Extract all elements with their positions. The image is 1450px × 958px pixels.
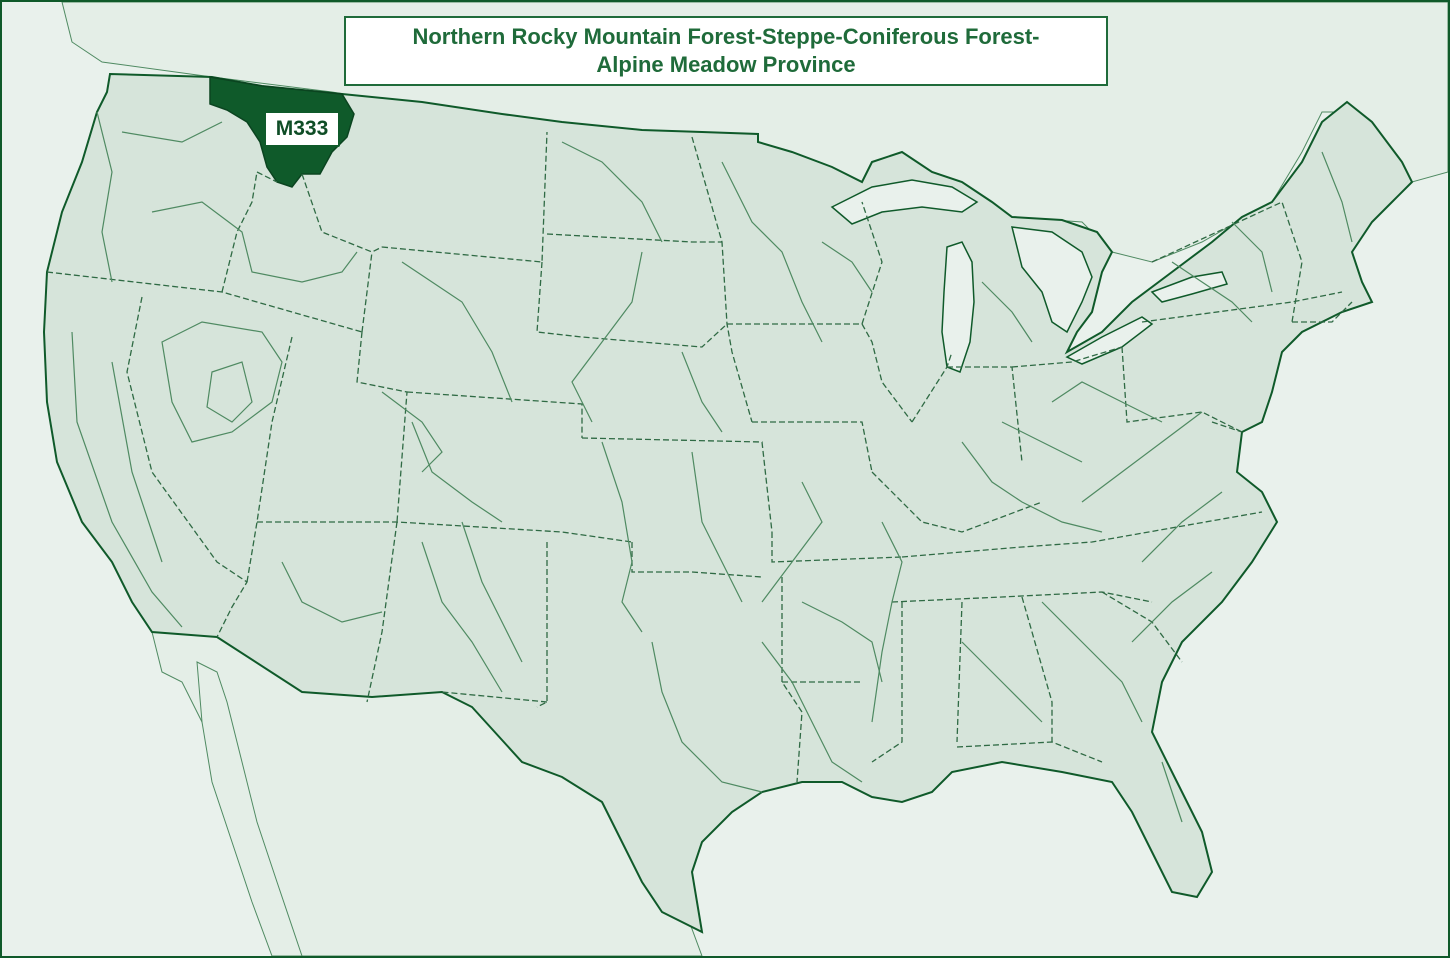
map-title-line-2: Alpine Meadow Province [596,52,856,77]
lake-huron [1011,226,1093,334]
lake-erie [1065,316,1154,365]
ecoregion-boundaries [71,111,1353,823]
lake-michigan [941,241,975,373]
map-title-line-1: Northern Rocky Mountain Forest-Steppe-Co… [412,24,1040,49]
lake-ontario [1150,271,1229,303]
baja-california [196,661,303,956]
region-code-label[interactable]: M333 [264,111,340,147]
state-boundaries [46,131,1353,783]
map-title-box: Northern Rocky Mountain Forest-Steppe-Co… [344,16,1108,86]
